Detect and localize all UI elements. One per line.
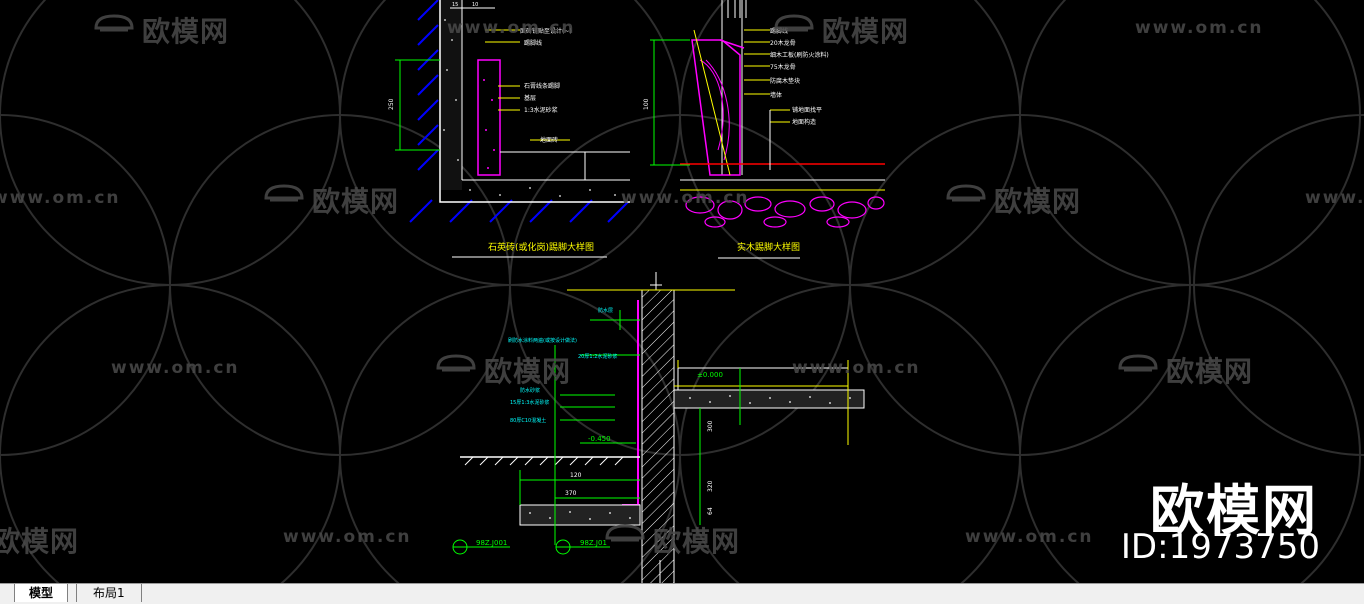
watermark-url: www.om.cn (1305, 188, 1364, 208)
svg-text:370: 370 (565, 490, 577, 497)
svg-text:75木龙骨: 75木龙骨 (770, 63, 796, 71)
watermark-logo: 欧模网 (772, 10, 909, 50)
svg-text:防腐木垫块: 防腐木垫块 (770, 77, 800, 85)
elevation-zero: ±0.000 (697, 371, 723, 379)
svg-text:石膏线条踢脚: 石膏线条踢脚 (524, 82, 560, 90)
sofa-icon (92, 14, 136, 45)
watermark-logo: 欧模网 (92, 10, 229, 50)
svg-text:地面砖: 地面砖 (540, 136, 558, 144)
svg-text:防水层: 防水层 (598, 307, 613, 314)
watermark-url: www.om.cn (621, 188, 750, 208)
svg-text:120: 120 (570, 472, 582, 479)
tab-layout1[interactable]: 布局1 (76, 584, 142, 602)
brand-large: 欧模网 (1150, 479, 1318, 542)
svg-text:80厚C10混凝土: 80厚C10混凝土 (510, 417, 546, 424)
svg-text:踢脚线: 踢脚线 (524, 39, 542, 47)
elevation-minus: -0.450 (588, 435, 611, 443)
cad-model-space[interactable]: 面砖铺贴至设计(~) 踢脚线 石膏线条踢脚 基层 1:3水泥砂浆 地面砖 250… (0, 0, 1364, 583)
ref-1: 98Z.J001 (476, 539, 507, 547)
cad-drawing: 面砖铺贴至设计(~) 踢脚线 石膏线条踢脚 基层 1:3水泥砂浆 地面砖 250… (0, 0, 1364, 583)
sofa-icon (1116, 354, 1160, 385)
watermark-url: www.om.cn (0, 188, 121, 208)
svg-text:墙体: 墙体 (770, 91, 782, 99)
svg-text:面砖铺贴至设计(~): 面砖铺贴至设计(~) (520, 27, 572, 35)
detail-left-title: 石英砖(或化岗)踢脚大样图 (488, 241, 594, 253)
watermark-logo: 欧模网 (944, 180, 1081, 220)
watermark-url: www.om.cn (792, 358, 921, 378)
svg-text:铺地面找平: 铺地面找平 (792, 106, 822, 114)
sofa-icon (944, 184, 988, 215)
svg-text:250: 250 (388, 98, 395, 110)
watermark-circles (0, 0, 1364, 583)
svg-text:地面构造: 地面构造 (792, 118, 816, 126)
svg-text:10: 10 (472, 2, 478, 8)
svg-text:1:3水泥砂浆: 1:3水泥砂浆 (524, 106, 558, 114)
svg-text:300: 300 (707, 420, 714, 432)
watermark-logo: 欧模网 (0, 525, 80, 558)
watermark-logo: 欧模网 (262, 180, 399, 220)
ref-2: 98Z.J01 (580, 539, 607, 547)
svg-text:100: 100 (643, 98, 650, 110)
svg-text:15: 15 (452, 2, 458, 8)
detail-foundation: 防水层 刷防水涂料两遍(或按设计做法) 20厚1:2水泥砂浆 防水砂浆 15厚1… (452, 272, 865, 583)
svg-text:细木工板(刷防火涂料): 细木工板(刷防火涂料) (770, 51, 829, 59)
svg-text:刷防水涂料两遍(或按设计做法): 刷防水涂料两遍(或按设计做法) (508, 337, 577, 344)
watermark-url: www.om.cn (111, 358, 240, 378)
svg-text:防水砂浆: 防水砂浆 (520, 387, 540, 394)
watermark-logo: 欧模网 (1116, 350, 1253, 390)
watermark-logo: 欧模网 (434, 350, 571, 390)
sofa-icon (434, 354, 478, 385)
svg-text:20厚1:2水泥砂浆: 20厚1:2水泥砂浆 (578, 353, 617, 360)
sofa-icon (772, 14, 816, 45)
detail-right-title: 实木踢脚大样图 (737, 241, 800, 253)
watermark-url: www.om.cn (965, 527, 1094, 547)
sofa-icon (603, 524, 647, 555)
model-id: ID:1973750 (1120, 527, 1320, 567)
svg-text:踢脚线: 踢脚线 (770, 27, 788, 35)
watermark-url: www.om.cn (283, 527, 412, 547)
tab-model[interactable]: 模型 (14, 584, 69, 602)
watermark-url: www.om.cn (1135, 18, 1264, 38)
svg-text:20木龙骨: 20木龙骨 (770, 39, 796, 47)
watermark-logo: 欧模网 (603, 520, 740, 560)
svg-text:64: 64 (707, 507, 714, 515)
svg-text:15厚1:3水泥砂浆: 15厚1:3水泥砂浆 (510, 399, 549, 406)
detail-right: 100 踢脚线 20木龙骨 细木工板(刷防火涂料) 75木龙骨 防腐木垫块 墙体 (643, 0, 885, 259)
svg-text:320: 320 (707, 480, 714, 492)
layout-tab-bar: 模型 布局1 (0, 583, 1364, 604)
watermark-url: www.om.cn (447, 18, 576, 38)
detail-left: 面砖铺贴至设计(~) 踢脚线 石膏线条踢脚 基层 1:3水泥砂浆 地面砖 250… (388, 0, 630, 258)
svg-text:基层: 基层 (524, 94, 536, 102)
sofa-icon (262, 184, 306, 215)
